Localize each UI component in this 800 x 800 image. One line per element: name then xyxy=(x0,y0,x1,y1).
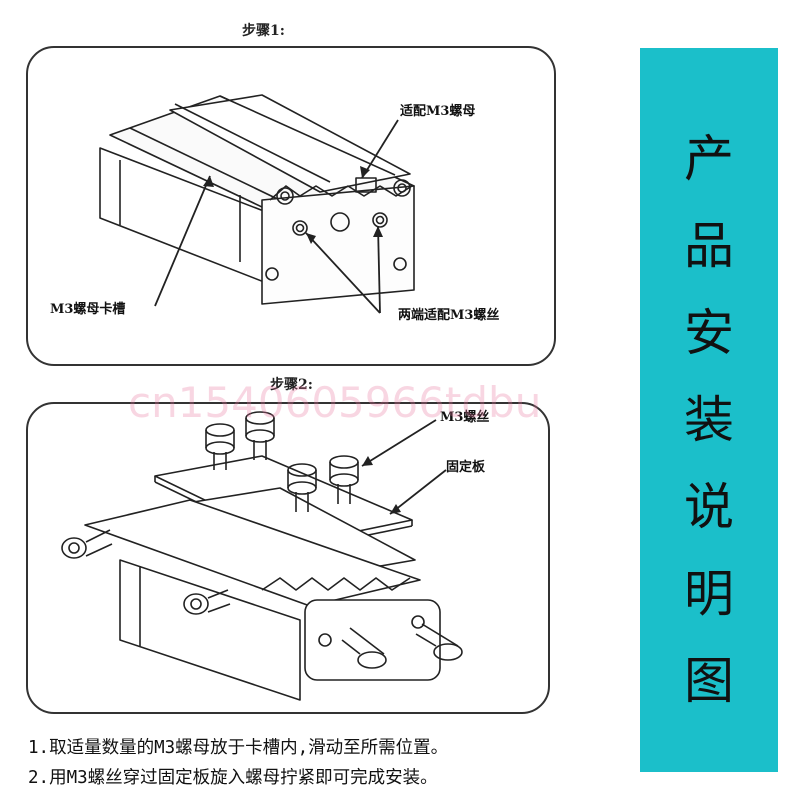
title-sidebar: 产 品 安 装 说 明 图 xyxy=(640,48,778,772)
sidebar-char: 产 xyxy=(684,130,734,188)
sidebar-char: 安 xyxy=(684,304,734,362)
step2-assembly xyxy=(61,411,463,701)
callout-m3-screw: M3螺丝 xyxy=(440,410,490,425)
callout-screw-holes: 两端适配M3螺丝 xyxy=(398,308,500,323)
step1-profile xyxy=(99,94,415,305)
step2-leader-lines xyxy=(361,419,447,515)
instruction-step2: 2.用M3螺丝穿过固定板旋入螺母拧紧即可完成安装。 xyxy=(28,768,438,788)
callout-nut: 适配M3螺母 xyxy=(400,104,476,119)
sidebar-char: 品 xyxy=(684,217,734,275)
sidebar-char: 说 xyxy=(684,478,734,536)
step2-title: 步骤2: xyxy=(270,377,313,393)
watermark-text: cn1540605966tdbu xyxy=(128,378,542,427)
sidebar-char: 装 xyxy=(684,391,734,449)
instruction-step1: 1.取适量数量的M3螺母放于卡槽内,滑动至所需位置。 xyxy=(28,738,449,758)
callout-fixing-plate: 固定板 xyxy=(446,460,486,475)
callout-nut-slot: M3螺母卡槽 xyxy=(50,302,126,317)
sidebar-char: 明 xyxy=(684,565,734,623)
step1-leader-lines xyxy=(154,119,399,314)
sidebar-title: 产 品 安 装 说 明 图 xyxy=(640,116,778,725)
step1-title: 步骤1: xyxy=(242,23,285,39)
sidebar-char: 图 xyxy=(684,652,734,710)
